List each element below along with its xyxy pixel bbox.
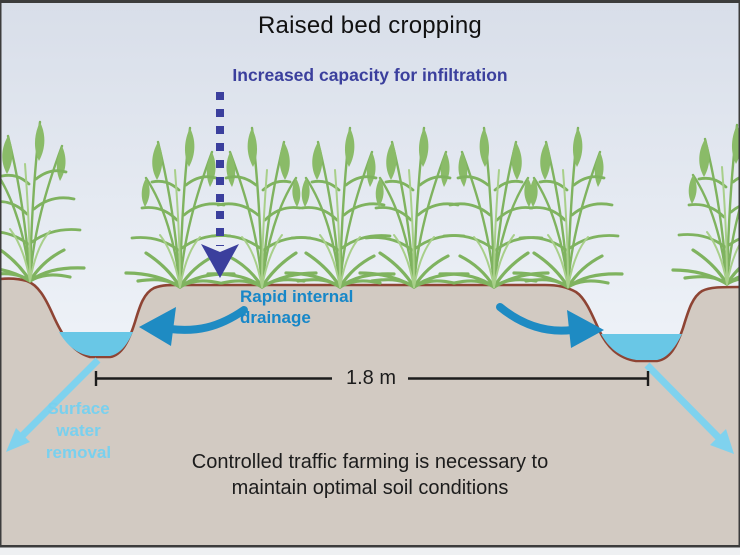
dimension-line <box>94 371 650 386</box>
caption-line2: maintain optimal soil conditions <box>231 477 509 499</box>
soil <box>0 277 740 547</box>
diagram-title: Raised bed cropping <box>258 12 482 39</box>
drainage-arrow-right-icon <box>496 303 604 348</box>
drainage-label-line1: Rapid internal <box>240 287 354 306</box>
surface-water-arrow-left-icon <box>6 357 101 452</box>
bed-width-dimension-label: 1.8 m <box>345 367 397 389</box>
surface-label-line1: Surface <box>47 399 110 418</box>
furrow-water-left <box>59 332 133 356</box>
infiltration-dashed-arrow-icon <box>201 92 239 278</box>
surface-water-arrow-right-icon <box>644 362 734 454</box>
drainage-label-line2: drainage <box>240 308 311 327</box>
surface-label-line3: removal <box>45 443 112 462</box>
soil-surface-outline <box>0 277 740 363</box>
drainage-arrow-left-icon <box>139 306 248 346</box>
surface-water-removal-label: Surface water removal <box>16 398 141 464</box>
rapid-internal-drainage-label: Rapid internal drainage <box>240 286 380 328</box>
furrow-water-right <box>601 334 682 360</box>
surface-label-line2: water <box>56 421 101 440</box>
infiltration-label: Increased capacity for infiltration <box>232 65 508 85</box>
caption-text: Controlled traffic farming is necessary … <box>0 449 740 501</box>
caption-line1: Controlled traffic farming is necessary … <box>191 451 549 473</box>
